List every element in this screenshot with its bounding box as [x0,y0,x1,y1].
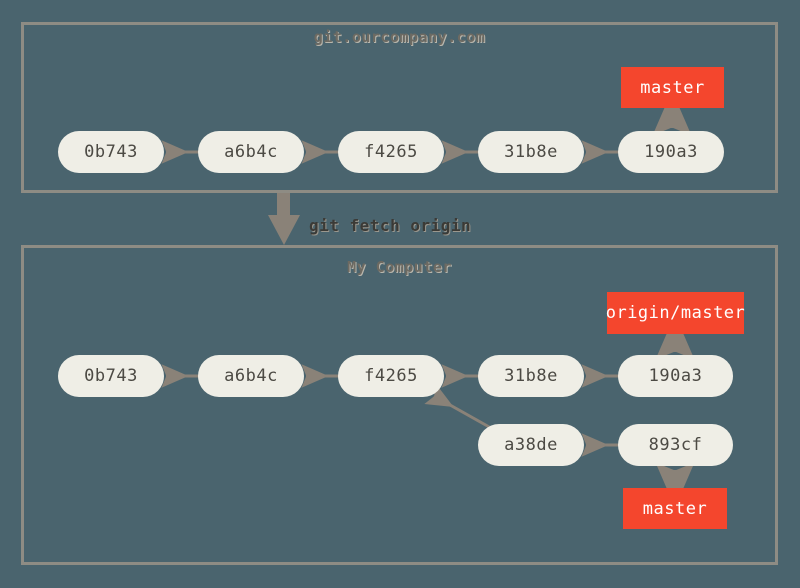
commit-node[interactable]: f4265 [338,131,444,173]
remote-panel [21,22,778,193]
local-panel [21,245,778,565]
fetch-command-label: git fetch origin [309,216,472,235]
branch-label-master[interactable]: master [621,67,724,108]
local-panel-title: My Computer [347,258,452,276]
commit-node[interactable]: 190a3 [618,355,733,397]
branch-label-origin-master[interactable]: origin/master [606,292,745,334]
commit-node[interactable]: a6b4c [198,355,304,397]
commit-node[interactable]: 893cf [618,424,733,466]
commit-node[interactable]: 190a3 [618,131,724,173]
commit-node[interactable]: 0b743 [58,131,164,173]
commit-node[interactable]: 31b8e [478,355,584,397]
remote-panel-title: git.ourcompany.com [313,28,486,46]
commit-node[interactable]: a6b4c [198,131,304,173]
commit-node[interactable]: f4265 [338,355,444,397]
branch-label-master[interactable]: master [623,488,727,529]
fetch-flow-arrow [268,191,300,245]
commit-node[interactable]: 0b743 [58,355,164,397]
commit-node[interactable]: a38de [478,424,584,466]
commit-node[interactable]: 31b8e [478,131,584,173]
